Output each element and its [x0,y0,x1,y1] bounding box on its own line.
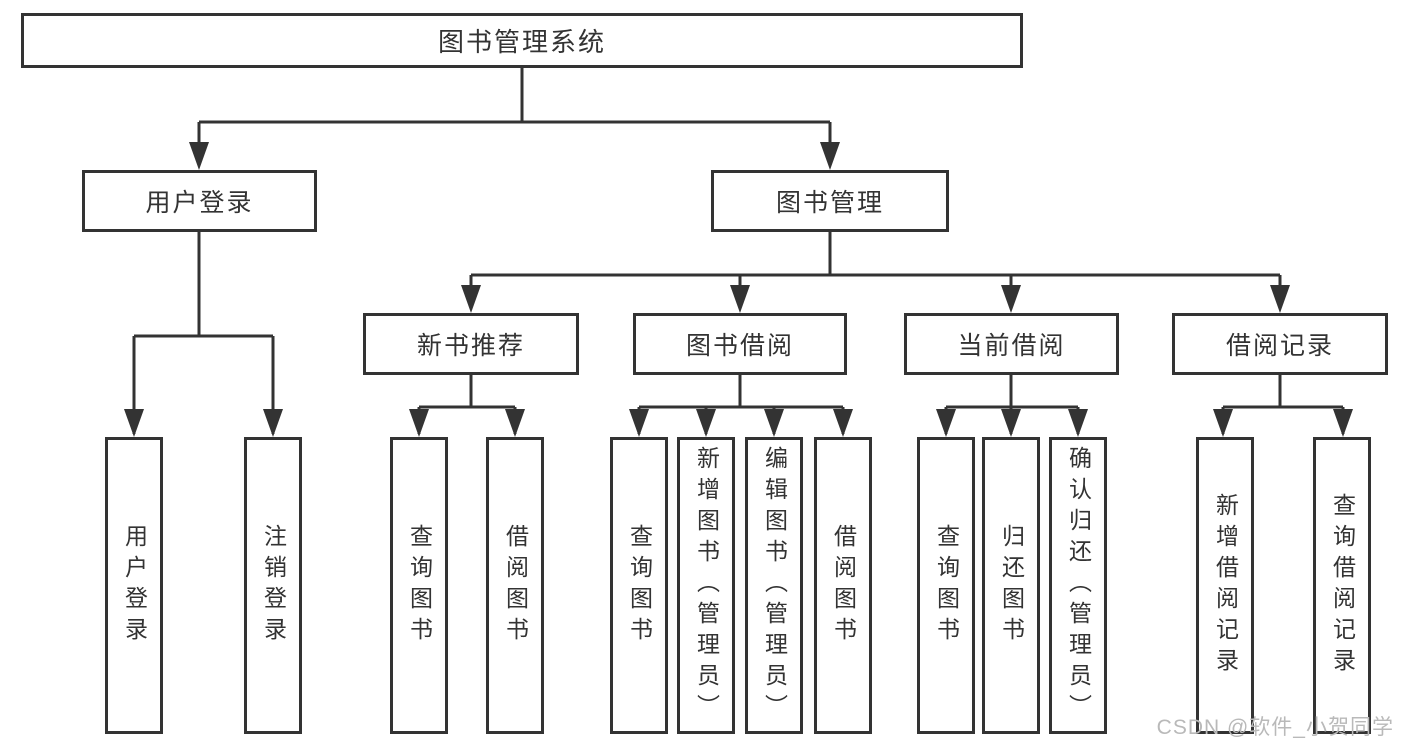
node-new-book-recommendation: 新书推荐 [363,313,579,375]
leaf-add-books-admin: 新增图书（管理员） [677,437,735,734]
node-book-management: 图书管理 [711,170,949,232]
node-borrowing-records: 借阅记录 [1172,313,1388,375]
leaf-edit-books-admin: 编辑图书（管理员） [745,437,803,734]
node-book-borrowing: 图书借阅 [633,313,847,375]
leaf-logout: 注销登录 [244,437,302,734]
leaf-borrow-books-recommend: 借阅图书 [486,437,544,734]
leaf-user-login: 用户登录 [105,437,163,734]
node-library-management-system: 图书管理系统 [21,13,1023,68]
leaf-add-borrow-record: 新增借阅记录 [1196,437,1254,734]
leaf-confirm-return-admin: 确认归还（管理员） [1049,437,1107,734]
leaf-query-books-borrowing: 查询图书 [610,437,668,734]
watermark-text: CSDN @软件_小贺同学 [1156,716,1394,739]
leaf-query-books-recommend: 查询图书 [390,437,448,734]
node-user-login: 用户登录 [82,170,317,232]
leaf-query-borrow-record: 查询借阅记录 [1313,437,1371,734]
node-current-borrowing: 当前借阅 [904,313,1119,375]
leaf-query-books-current: 查询图书 [917,437,975,734]
leaf-return-books: 归还图书 [982,437,1040,734]
leaf-borrow-books-borrowing: 借阅图书 [814,437,872,734]
